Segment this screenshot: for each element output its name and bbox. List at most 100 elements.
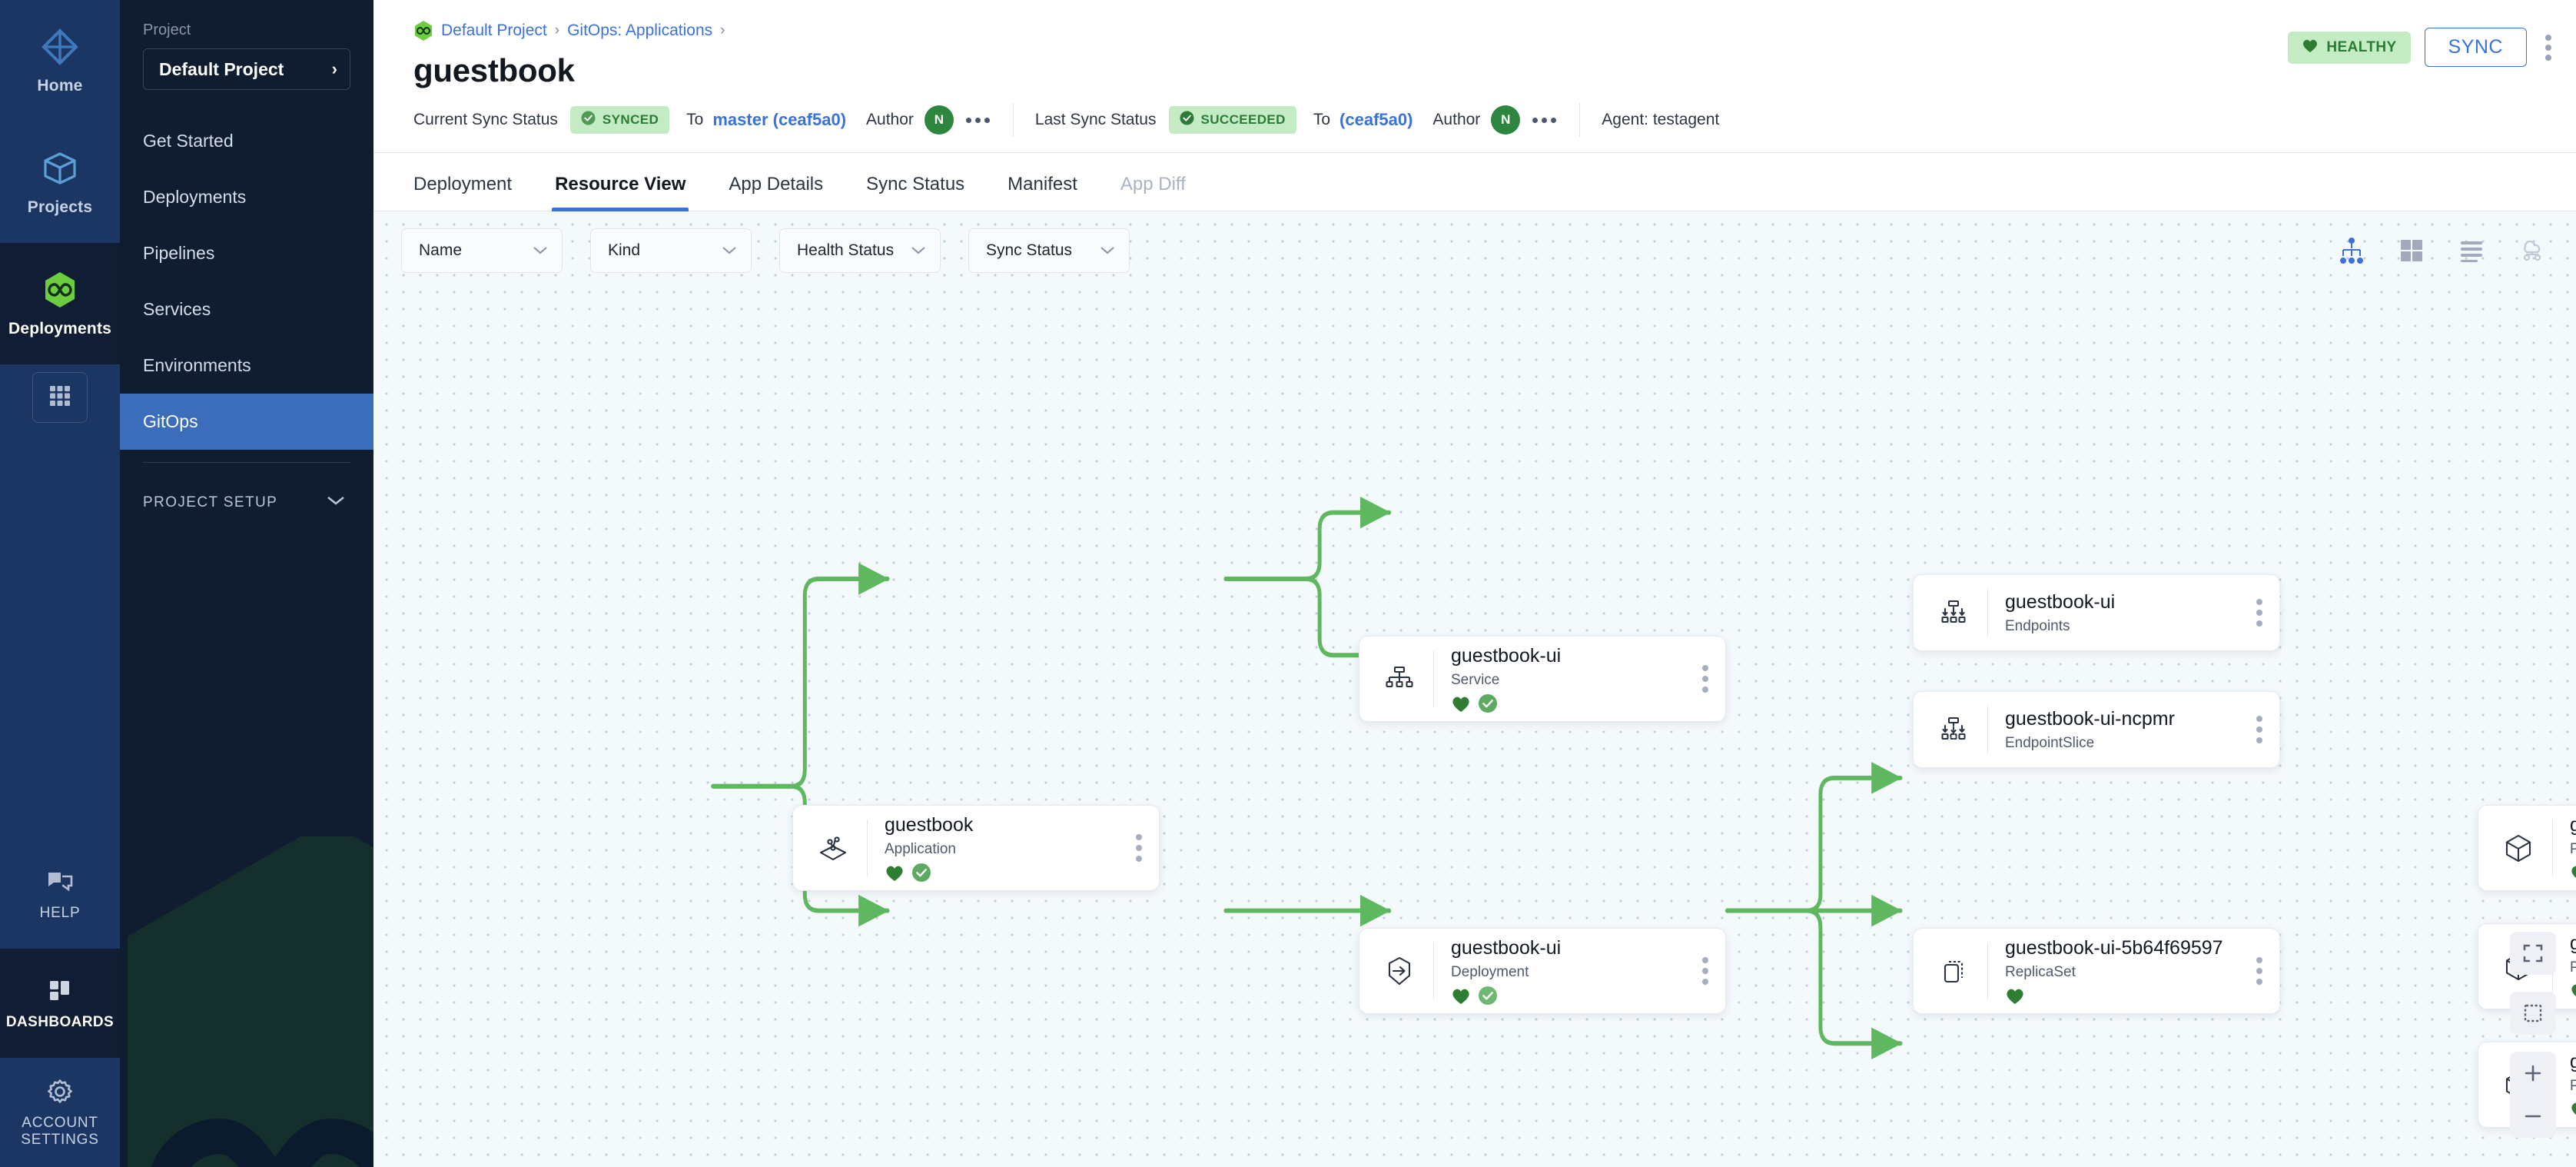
primary-nav-rail: Home Projects Deployme	[0, 0, 120, 1167]
fit-screen-button[interactable]	[2510, 932, 2556, 975]
current-revision-link[interactable]: master (ceaf5a0)	[712, 110, 847, 129]
header-more-menu-icon[interactable]	[2541, 30, 2556, 65]
graph-node-endpoints[interactable]: guestbook-ui Endpoints	[1913, 574, 2280, 651]
sidebar-item-services[interactable]: Services	[120, 281, 373, 337]
tab-deployment[interactable]: Deployment	[413, 153, 533, 211]
fit-screen-icon	[2521, 942, 2544, 965]
node-divider	[1987, 706, 1988, 753]
tab-label: Sync Status	[866, 174, 965, 194]
sidebar-project-setup[interactable]: PROJECT SETUP	[120, 478, 373, 527]
replicaset-icon	[1930, 954, 1977, 988]
apps-grid-button[interactable]	[32, 372, 88, 423]
graph-node-service[interactable]: guestbook-ui Service	[1359, 636, 1726, 722]
tab-manifest[interactable]: Manifest	[986, 153, 1099, 211]
filter-name-select[interactable]: Name	[401, 228, 563, 273]
rail-item-account-settings-label: ACCOUNT SETTINGS	[21, 1115, 99, 1148]
node-title: guestbook-ui-5b64f69597	[2005, 936, 2223, 959]
sync-check-icon	[911, 863, 931, 883]
rail-spacer	[0, 423, 120, 840]
filter-sync-status-select[interactable]: Sync Status	[968, 228, 1130, 273]
node-more-menu-icon[interactable]	[2249, 957, 2279, 985]
sidebar-item-label: Pipelines	[143, 243, 215, 263]
graph-node-replicaset[interactable]: guestbook-ui-5b64f69597 ReplicaSet	[1913, 928, 2280, 1014]
current-author-avatar[interactable]: N	[924, 105, 954, 135]
rail-item-projects-label: Projects	[27, 198, 93, 216]
node-body: guestbook-ui-5b64f69597 ReplicaSet	[1988, 936, 2249, 1006]
sidebar-section-label: Project	[143, 22, 191, 38]
zoom-in-button[interactable]	[2510, 1052, 2556, 1095]
node-more-menu-icon[interactable]	[2249, 716, 2279, 743]
graph-node-endpointslice[interactable]: guestbook-ui-ncpmr EndpointSlice	[1913, 691, 2280, 768]
help-chat-icon: ?	[45, 866, 75, 897]
rail-item-dashboards[interactable]: DASHBOARDS	[0, 949, 120, 1058]
selection-box-button[interactable]	[2510, 992, 2556, 1035]
node-more-menu-icon[interactable]	[1128, 834, 1159, 862]
sync-button[interactable]: SYNC	[2424, 28, 2527, 67]
filter-health-status-select[interactable]: Health Status	[779, 228, 941, 273]
rail-item-projects[interactable]: Projects	[0, 121, 120, 243]
node-more-menu-icon[interactable]	[1695, 957, 1725, 985]
current-sync-more-icon[interactable]	[965, 117, 990, 123]
application-icon	[810, 831, 856, 865]
tab-label: App Details	[729, 174, 824, 194]
tree-view-icon[interactable]	[2338, 237, 2365, 264]
tab-bar: Deployment Resource View App Details Syn…	[373, 153, 2576, 211]
rail-item-help[interactable]: ? HELP	[0, 840, 120, 949]
health-heart-icon	[1451, 694, 1471, 713]
check-circle-icon	[1180, 111, 1194, 129]
last-sync-more-icon[interactable]	[1532, 117, 1557, 123]
tab-app-details[interactable]: App Details	[707, 153, 845, 211]
node-more-menu-icon[interactable]	[2249, 599, 2279, 627]
graph-node-deployment[interactable]: guestbook-ui Deployment	[1359, 928, 1726, 1014]
sidebar-item-get-started[interactable]: Get Started	[120, 113, 373, 169]
list-view-icon[interactable]	[2458, 237, 2485, 264]
rail-item-account-settings[interactable]: ACCOUNT SETTINGS	[0, 1058, 120, 1167]
node-body: guestbook-ui-5b64f6959… Pod	[2553, 1050, 2576, 1119]
view-mode-switcher	[2338, 237, 2556, 264]
rail-bottom-group: ? HELP DASHBOARDS	[0, 840, 120, 1167]
sidebar-item-pipelines[interactable]: Pipelines	[120, 225, 373, 281]
resource-graph: guestbook Application	[373, 211, 2576, 1167]
zoom-in-icon	[2521, 1062, 2544, 1085]
breadcrumb-link-default-project[interactable]: Default Project	[441, 22, 547, 39]
rail-item-home[interactable]: Home	[0, 0, 120, 121]
health-heart-icon	[2570, 982, 2576, 1000]
node-more-menu-icon[interactable]	[1695, 665, 1725, 693]
rail-item-deployments[interactable]: Deployments	[0, 243, 120, 364]
zoom-out-button[interactable]	[2510, 1095, 2556, 1138]
home-diamond-icon	[39, 26, 81, 68]
sidebar-item-environments[interactable]: Environments	[120, 337, 373, 394]
breadcrumb-link-gitops-applications[interactable]: GitOps: Applications	[567, 22, 713, 39]
sidebar-item-gitops[interactable]: GitOps	[120, 394, 373, 450]
sync-check-icon	[1478, 986, 1498, 1006]
rail-item-dashboards-label: DASHBOARDS	[5, 1014, 115, 1031]
tab-app-diff: App Diff	[1099, 153, 1207, 211]
graph-node-pod-1[interactable]: guestbook-ui-5b64f6959… Pod	[2478, 805, 2576, 891]
health-heart-icon	[2570, 1100, 2576, 1119]
tab-resource-view[interactable]: Resource View	[533, 153, 707, 211]
node-badges	[2570, 863, 2576, 883]
node-title: guestbook-ui-5b64f6959…	[2570, 1050, 2576, 1074]
network-view-icon[interactable]	[2518, 237, 2545, 264]
resource-graph-canvas[interactable]: Name Kind Health Status	[373, 211, 2576, 1167]
node-title: guestbook-ui	[1451, 644, 1562, 667]
last-revision-link[interactable]: (ceaf5a0)	[1339, 110, 1413, 129]
sidebar-item-label: GitOps	[143, 411, 198, 431]
graph-node-application[interactable]: guestbook Application	[792, 805, 1160, 891]
harness-logo-icon	[413, 20, 433, 42]
sidebar-item-deployments[interactable]: Deployments	[120, 169, 373, 225]
node-body: guestbook-ui Deployment	[1434, 936, 1695, 1006]
chevron-down-icon	[1100, 243, 1115, 258]
project-switcher[interactable]: Default Project ›	[143, 48, 350, 90]
sidebar-project-setup-label: PROJECT SETUP	[143, 494, 278, 510]
last-author-avatar[interactable]: N	[1491, 105, 1521, 135]
filter-kind-select[interactable]: Kind	[590, 228, 752, 273]
grid-view-icon[interactable]	[2398, 237, 2425, 264]
node-divider	[1987, 943, 1988, 999]
health-heart-icon	[2570, 863, 2576, 882]
tab-sync-status[interactable]: Sync Status	[845, 153, 986, 211]
zoom-control-group	[2510, 1052, 2556, 1138]
node-title: guestbook	[885, 813, 974, 836]
infinity-hex-icon	[39, 269, 81, 311]
